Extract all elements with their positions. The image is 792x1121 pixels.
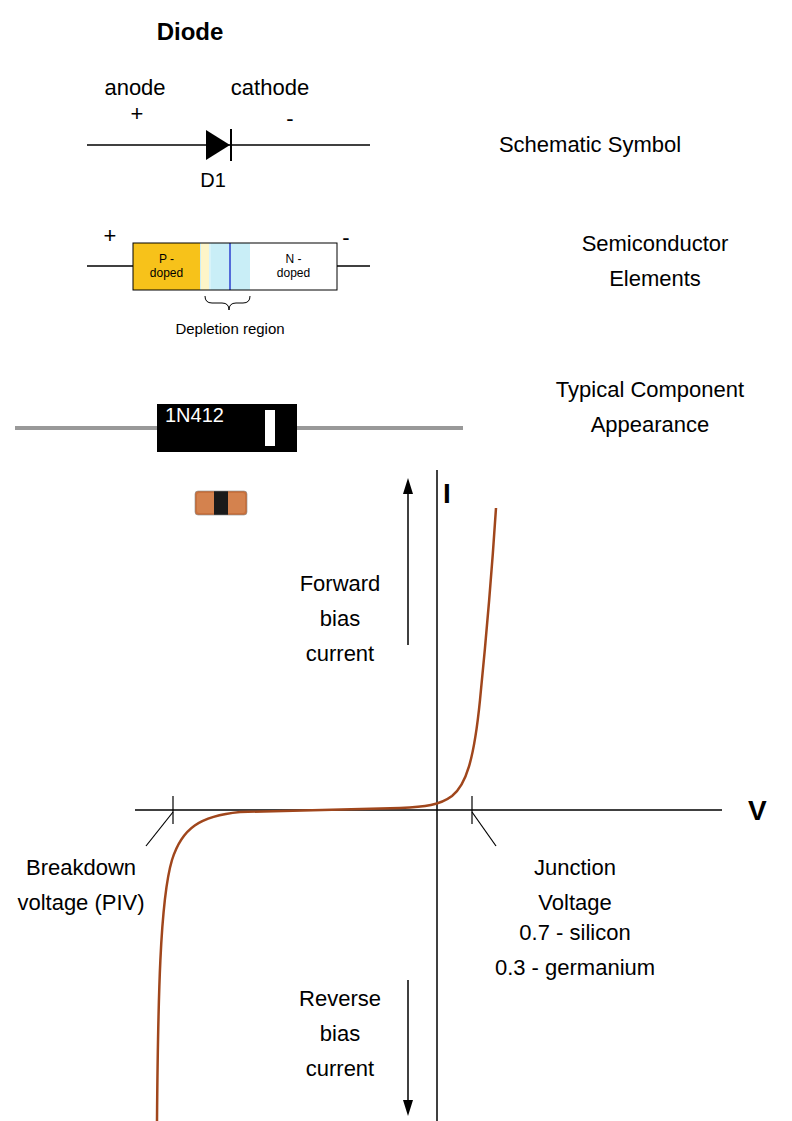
part-designator: D1 — [183, 163, 243, 198]
smd-diode — [195, 491, 247, 515]
depletion-stripe — [201, 243, 209, 290]
callout-label: Breakdown voltage (PIV) — [15, 850, 147, 920]
lead-wire — [337, 265, 370, 267]
terminal-name: anode — [85, 70, 185, 105]
semiconductor-outline — [133, 243, 337, 290]
polarity-sign: + — [117, 96, 157, 131]
polarity-sign: - — [326, 220, 366, 255]
breakdown-tick — [172, 796, 173, 824]
row-caption: Typical Component Appearance — [555, 372, 745, 442]
diode-bar — [230, 129, 232, 161]
axis-label: V — [748, 793, 778, 828]
iv-curve — [157, 508, 496, 1121]
polarity-sign: - — [270, 101, 310, 136]
leader-line — [146, 812, 173, 846]
arrow-head — [403, 478, 413, 494]
axis-label: I — [443, 476, 473, 511]
value-note: 0.3 - germanium — [470, 950, 680, 985]
callout-label: Junction Voltage — [500, 850, 650, 920]
node-text: P - doped — [146, 253, 188, 281]
row-caption: Schematic Symbol — [460, 127, 720, 162]
node-text: 1N412 — [165, 404, 224, 427]
junction-tick — [471, 796, 472, 824]
brace — [205, 296, 250, 310]
arrow-head — [403, 1100, 413, 1116]
junction-line — [229, 243, 231, 290]
value-note: 0.7 - silicon — [470, 915, 680, 950]
depletion-stripe — [210, 243, 211, 290]
node-text: N - doped — [273, 253, 315, 281]
smd-outline — [195, 491, 247, 515]
diode-triangle — [206, 130, 230, 160]
depletion-region — [200, 243, 250, 290]
current-axis — [436, 470, 438, 1121]
smd-band — [214, 491, 228, 515]
title: Diode — [90, 14, 290, 49]
arrow-label: Forward bias current — [290, 566, 390, 671]
p-doped-region: P - doped — [133, 243, 200, 290]
cathode-band — [265, 410, 275, 446]
arrow-label: Reverse bias current — [290, 981, 390, 1086]
forward-arrow — [407, 492, 409, 645]
leader-line — [472, 812, 496, 846]
row-caption: Semiconductor Elements — [555, 226, 755, 296]
reverse-arrow — [407, 980, 409, 1102]
terminal-name: cathode — [210, 70, 330, 105]
voltage-axis — [135, 809, 722, 811]
region-label: Depletion region — [150, 318, 310, 340]
lead-wire — [87, 265, 133, 267]
p-region — [133, 243, 200, 290]
diode-body: 1N412 — [157, 404, 297, 452]
polarity-sign: + — [90, 218, 130, 253]
n-doped-region: N - doped — [250, 243, 337, 290]
